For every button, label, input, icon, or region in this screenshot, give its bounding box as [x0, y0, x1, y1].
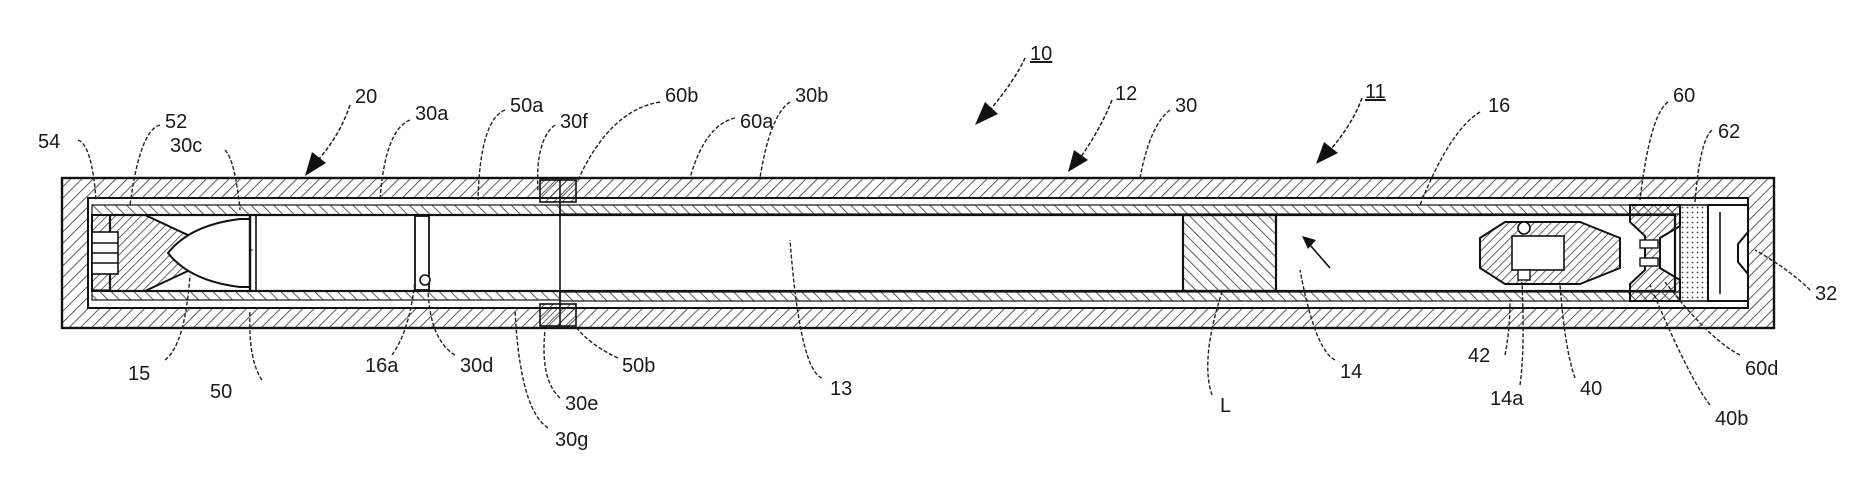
label-14a: 14a — [1490, 388, 1524, 410]
label-54: 54 — [38, 131, 60, 153]
label-50: 50 — [210, 381, 232, 403]
label-42: 42 — [1468, 345, 1490, 367]
label-60a: 60a — [740, 111, 774, 133]
label-16: 16 — [1488, 95, 1510, 117]
label-60b: 60b — [665, 85, 698, 107]
arrow-12 — [1068, 100, 1112, 172]
label-60: 60 — [1673, 85, 1695, 107]
label-13: 13 — [830, 378, 852, 400]
label-30e: 30e — [565, 393, 598, 415]
label-30c: 30c — [170, 135, 202, 157]
label-L: L — [1220, 395, 1231, 417]
label-30: 30 — [1175, 95, 1197, 117]
label-15: 15 — [128, 363, 150, 385]
label-50a: 50a — [510, 95, 544, 117]
label-10: 10 — [1030, 43, 1052, 65]
label-62: 62 — [1718, 121, 1740, 143]
label-40: 40 — [1580, 378, 1602, 400]
label-30b: 30b — [795, 85, 828, 107]
label-50b: 50b — [622, 355, 655, 377]
label-30d: 30d — [460, 355, 493, 377]
arrow-10 — [975, 58, 1025, 125]
hub-40 — [1480, 222, 1620, 284]
arrow-20 — [305, 105, 350, 176]
label-52: 52 — [165, 111, 187, 133]
stopper-L — [1183, 215, 1276, 291]
label-32: 32 — [1815, 283, 1837, 305]
label-20: 20 — [355, 86, 377, 108]
label-30f: 30f — [560, 111, 588, 133]
label-40b: 40b — [1715, 408, 1748, 430]
cap-62 — [1680, 205, 1748, 301]
partition-16a — [415, 216, 430, 290]
label-30a: 30a — [415, 103, 449, 125]
label-11: 11 — [1365, 81, 1386, 103]
label-12: 12 — [1115, 83, 1137, 105]
label-30g: 30g — [555, 429, 588, 451]
label-14: 14 — [1340, 361, 1362, 383]
arrow-11 — [1316, 98, 1362, 164]
label-16a: 16a — [365, 355, 399, 377]
tube-16 — [110, 215, 1675, 291]
label-60d: 60d — [1745, 358, 1778, 380]
